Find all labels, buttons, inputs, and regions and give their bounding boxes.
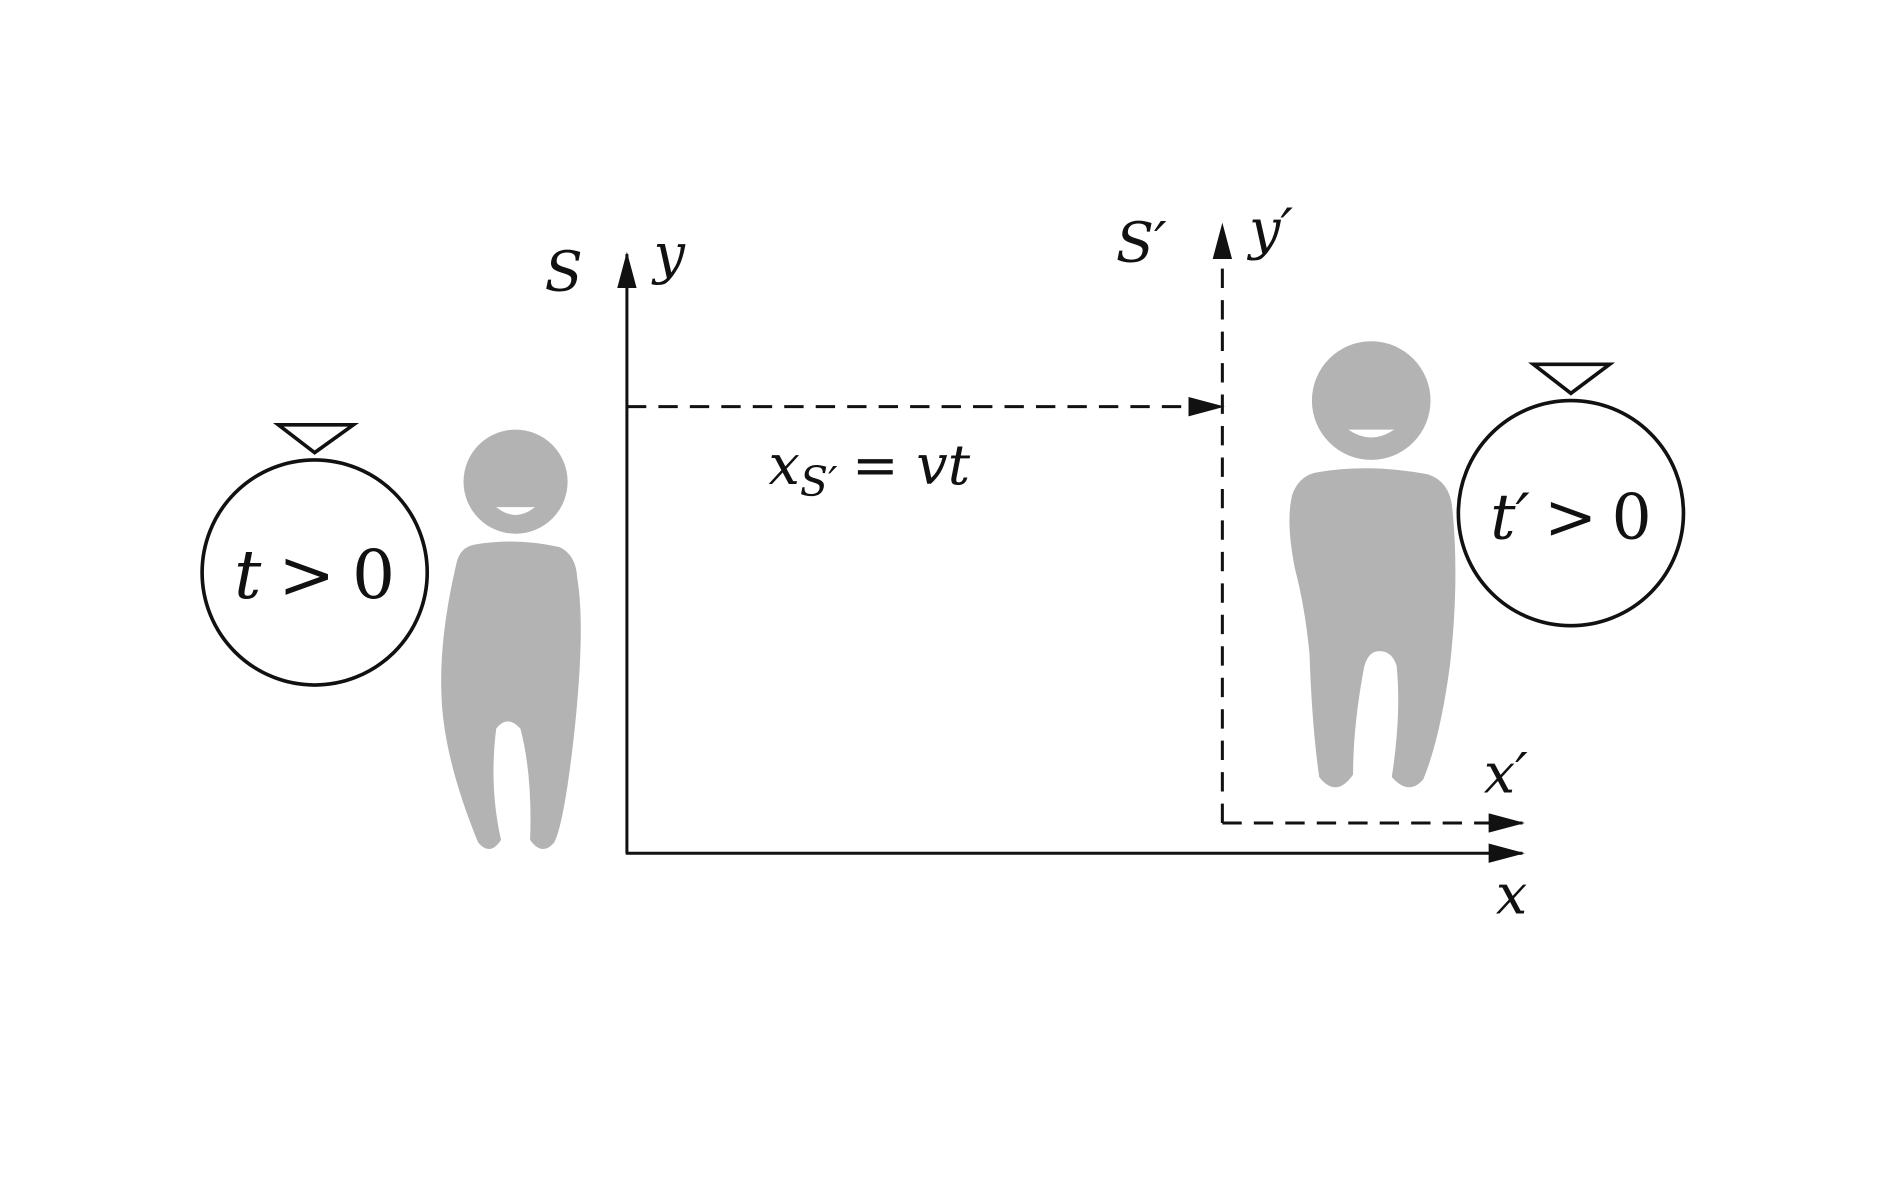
s-y-label: y [651,221,687,286]
observer-smile [1348,429,1395,438]
observer-right [1289,341,1456,788]
clock-face [1456,398,1686,628]
observer-body [1289,468,1456,788]
clock-left-reading: t>0 [234,535,395,614]
observer-body [441,541,581,850]
s-prime-frame-label: S′ [1116,210,1167,275]
clock-right: t′>0 [1456,362,1686,628]
displacement-label: xS′= vt [769,433,971,506]
clock-face [200,458,430,687]
s-prime-x-label: x′ [1484,742,1528,807]
observer-left [441,429,581,850]
observer-head [1311,341,1431,460]
clock-knob-icon [273,422,360,455]
s-prime-y-label: y′ [1246,197,1293,262]
s-frame-label: S [545,239,583,304]
observer-smile [496,507,535,515]
clock-knob-icon [1528,362,1616,396]
clock-left: t>0 [200,422,430,687]
observer-head [463,429,568,534]
clock-right-reading: t′>0 [1490,481,1651,554]
s-x-label: x [1496,863,1527,928]
